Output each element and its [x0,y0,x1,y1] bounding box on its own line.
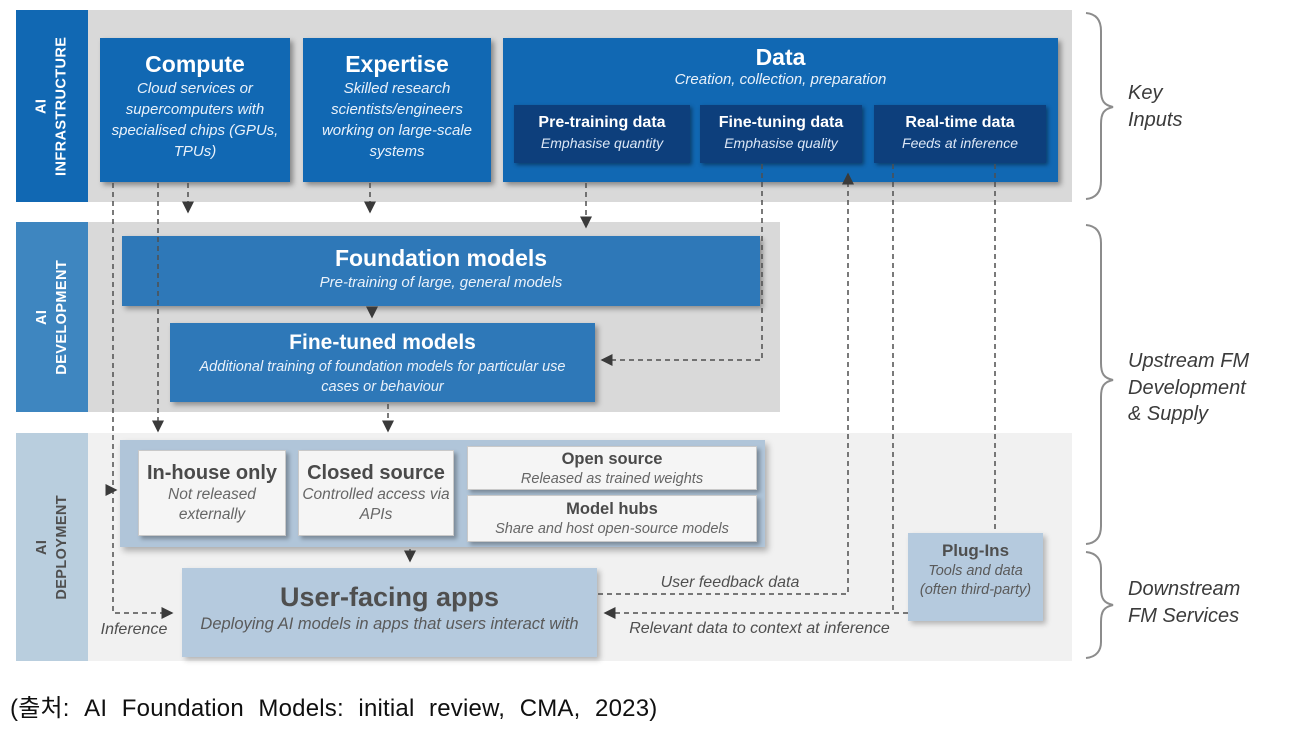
fine-tuned-models-box: Fine-tuned models Additional training of… [170,323,595,402]
real-time-data-title: Real-time data [905,114,1015,131]
fine-tuning-data-desc: Emphasise quality [724,135,838,152]
inference-label: Inference [100,621,168,638]
sidebar-ai-infrastructure: AI INFRASTRUCTURE [16,10,88,202]
upstream-fm-label: Upstream FM Development & Supply [1128,350,1250,426]
compute-box: Compute Cloud services or supercomputers… [100,38,290,182]
compute-title: Compute [145,51,245,77]
real-time-data-box: Real-time data Feeds at inference [874,105,1046,163]
sidebar-ai-development: AI DEVELOPMENT [16,222,88,412]
closed-source-desc: Controlled access via APIs [302,486,450,524]
data-desc: Creation, collection, preparation [674,71,887,89]
user-facing-apps-desc: Deploying AI models in apps that users i… [200,615,579,634]
user-facing-apps-box: User-facing apps Deploying AI models in … [182,568,597,657]
release-options-strip: In-house only Not released externally Cl… [120,440,765,547]
in-house-only-desc: Not released externally [168,486,256,524]
source-caption: (출처: AI Foundation Models: initial revie… [10,695,658,722]
brace-key-inputs [1085,12,1114,200]
expertise-box: Expertise Skilled research scientists/en… [303,38,491,182]
sidebar-ai-infrastructure-label: AI INFRASTRUCTURE [33,36,71,176]
plug-ins-box: Plug-Ins Tools and data (often third-par… [908,533,1043,621]
fine-tuning-data-title: Fine-tuning data [718,114,844,131]
open-source-box: Open source Released as trained weights [467,446,757,490]
foundation-models-title: Foundation models [334,245,548,271]
in-house-only-box: In-house only Not released externally [138,450,286,536]
model-hubs-title: Model hubs [566,500,658,518]
user-feedback-data-label: User feedback data [660,574,800,591]
model-hubs-box: Model hubs Share and host open-source mo… [467,495,757,542]
sidebar-ai-development-label: AI DEVELOPMENT [33,259,70,375]
data-box: Data Creation, collection, preparation P… [503,38,1058,182]
closed-source-box: Closed source Controlled access via APIs [298,450,454,536]
pre-training-data-box: Pre-training data Emphasise quantity [514,105,690,163]
sidebar-ai-deployment-label: AI DEPLOYMENT [33,494,71,600]
key-inputs-label: Key Inputs [1128,82,1183,131]
fine-tuning-data-box: Fine-tuning data Emphasise quality [700,105,862,163]
compute-desc: Cloud services or supercomputers with sp… [111,80,279,160]
plug-ins-title: Plug-Ins [941,541,1010,560]
foundation-models-box: Foundation models Pre-training of large,… [122,236,760,306]
expertise-desc: Skilled research scientists/engineers wo… [321,80,473,160]
model-hubs-desc: Share and host open-source models [495,520,729,537]
brace-upstream-fm [1085,224,1114,545]
open-source-desc: Released as trained weights [520,470,704,487]
pre-training-data-desc: Emphasise quantity [540,135,664,152]
in-house-only-title: In-house only [147,462,277,484]
downstream-fm-label: Downstream FM Services [1128,578,1241,627]
foundation-models-desc: Pre-training of large, general models [319,274,563,292]
relevant-data-label: Relevant data to context at inference [629,620,890,637]
open-source-title: Open source [561,450,663,468]
pre-training-data-title: Pre-training data [538,114,666,131]
fine-tuned-models-desc: Additional training of foundation models… [199,359,566,396]
data-title: Data [755,44,806,70]
closed-source-title: Closed source [307,462,445,484]
plug-ins-desc: Tools and data (often third-party) [919,563,1032,599]
brace-downstream-fm [1085,551,1114,659]
real-time-data-desc: Feeds at inference [902,135,1018,152]
user-facing-apps-title: User-facing apps [279,582,500,612]
sidebar-ai-deployment: AI DEPLOYMENT [16,433,88,661]
expertise-title: Expertise [345,51,449,77]
fine-tuned-models-title: Fine-tuned models [289,331,476,354]
